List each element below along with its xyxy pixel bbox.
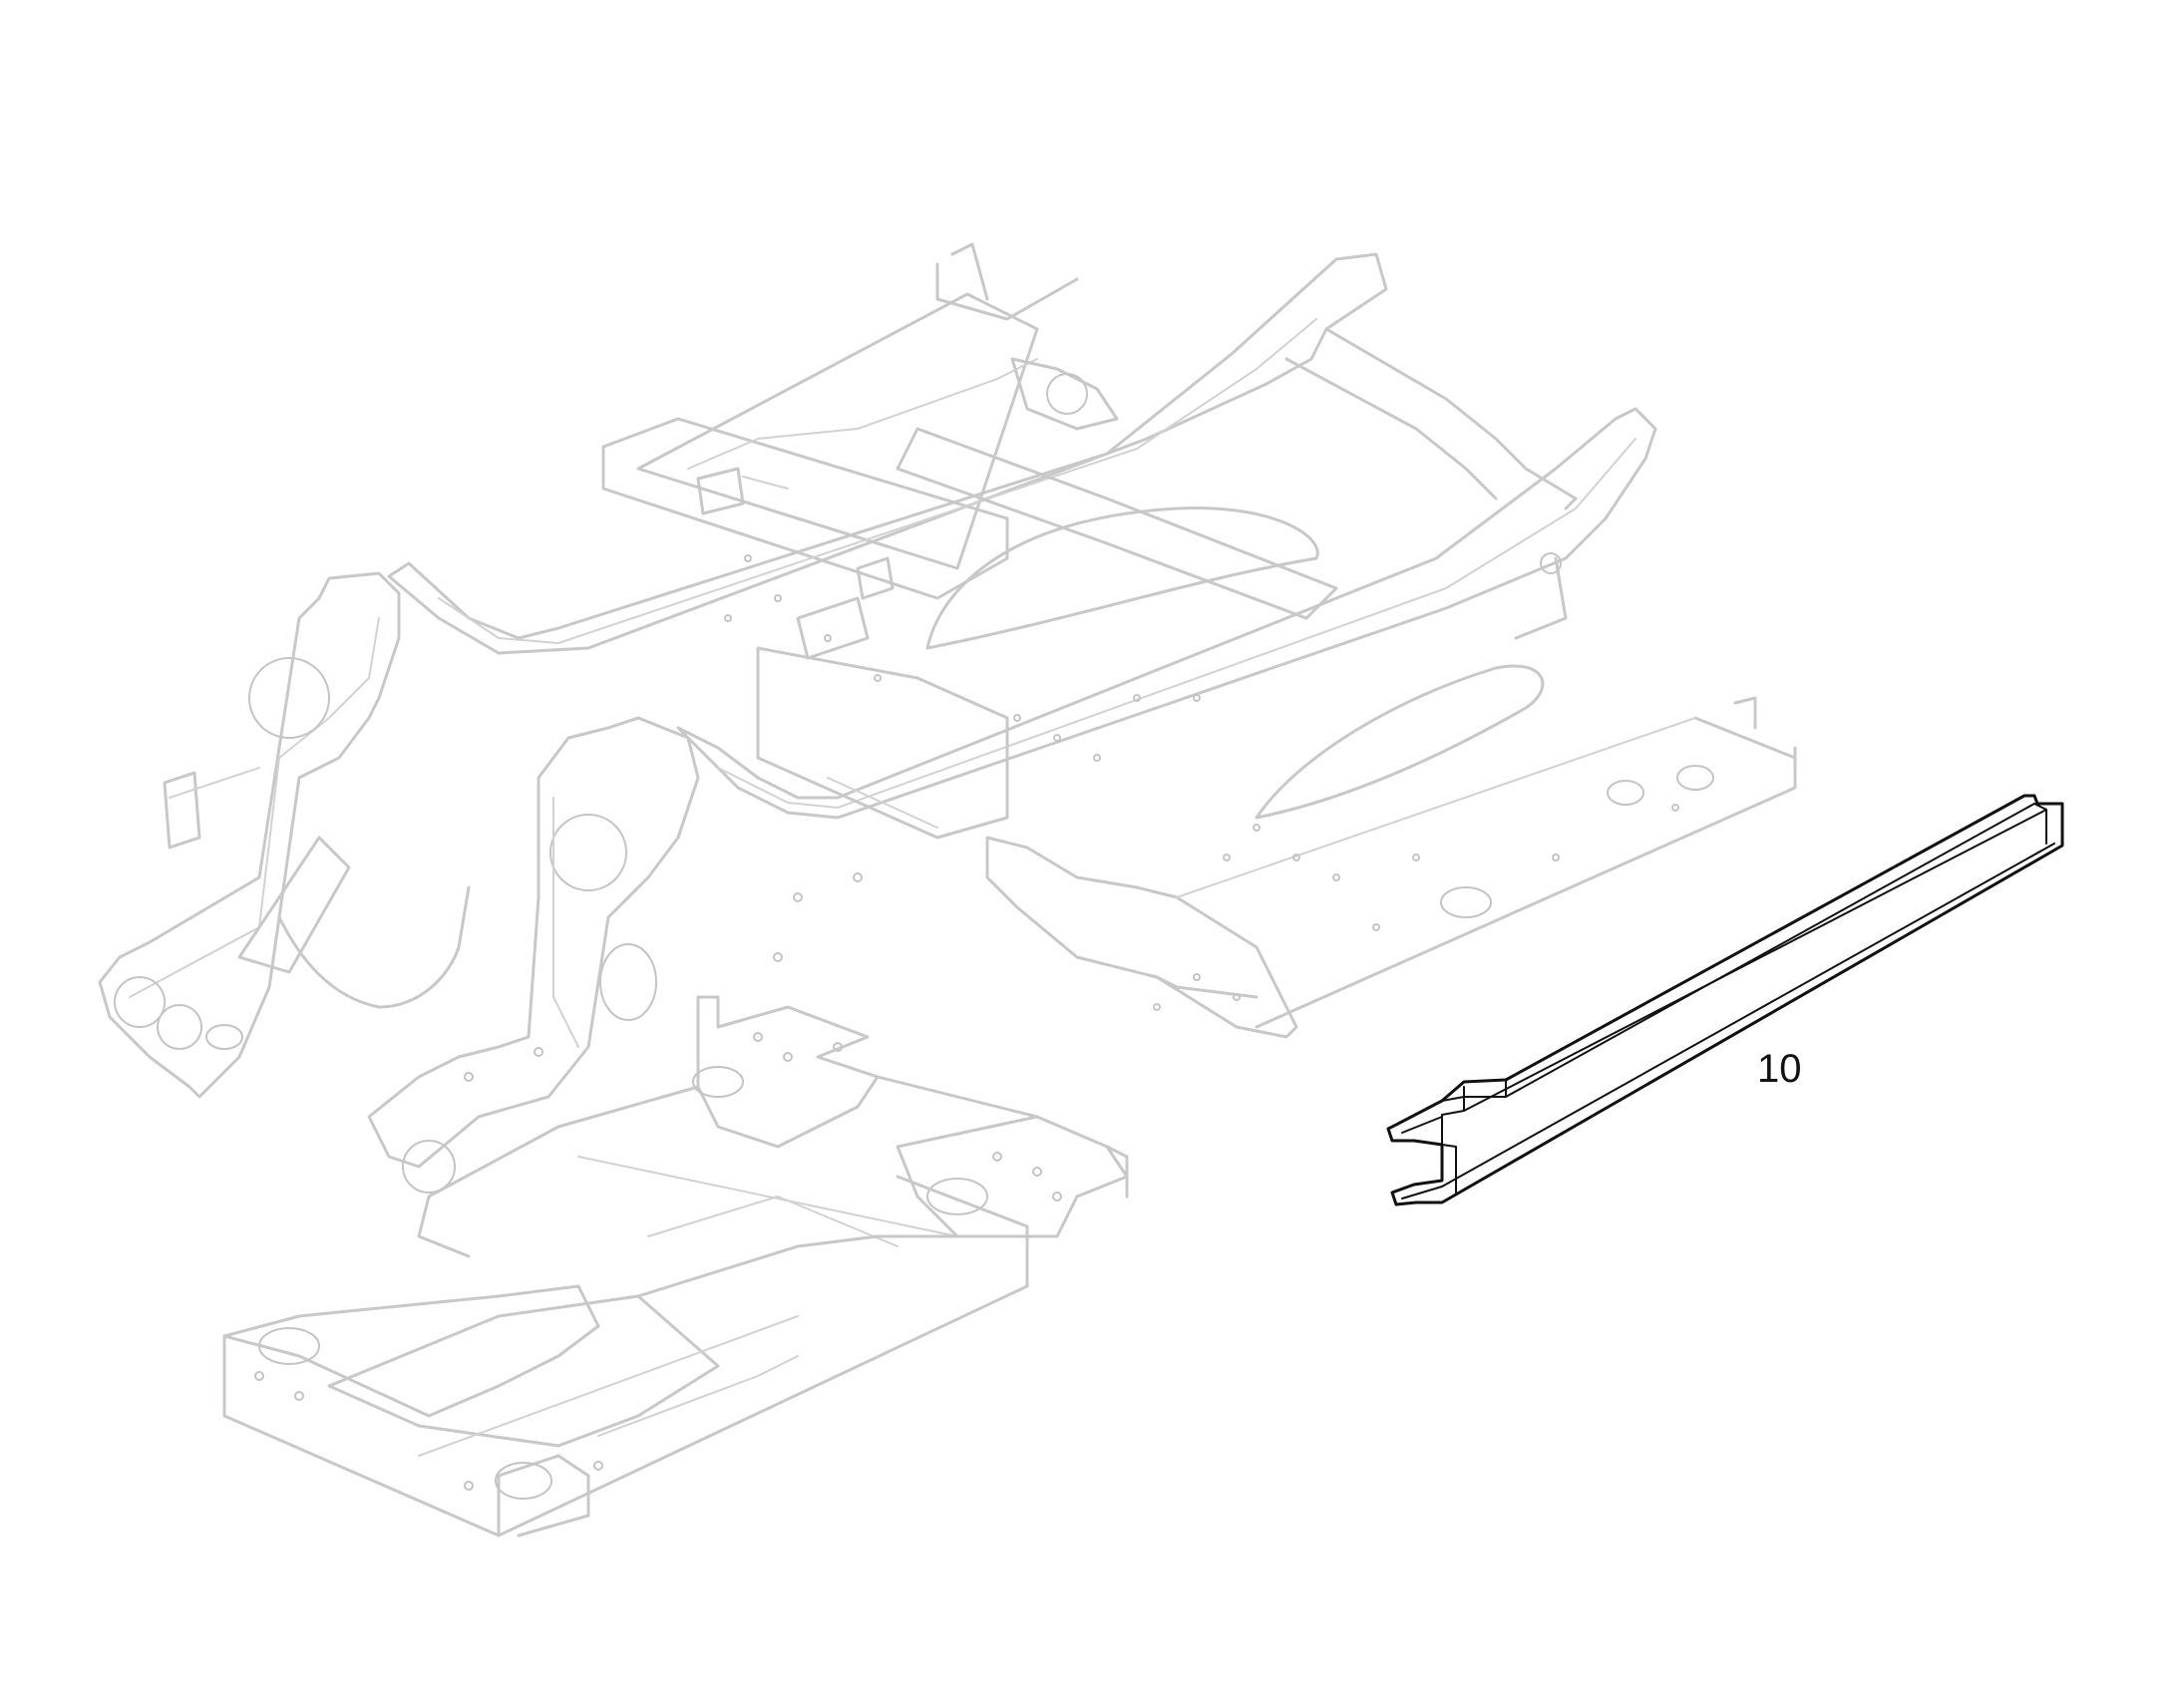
center-body bbox=[756, 427, 1338, 840]
main-lower-beam bbox=[676, 407, 1657, 820]
upper-oval-cutout bbox=[925, 507, 1319, 650]
left-stub-pin bbox=[157, 767, 260, 1050]
lower-front-frame bbox=[222, 1175, 1059, 1537]
front-pivot-tower-2 bbox=[367, 716, 700, 1194]
callout-10: 10 bbox=[1757, 1047, 1802, 1091]
bolt-holes bbox=[254, 554, 1679, 1491]
chassis-frame-assembly bbox=[98, 242, 1797, 1537]
main-upper-beam bbox=[387, 252, 1578, 655]
front-pivot-tower bbox=[98, 571, 471, 1099]
part-10-channel-rail bbox=[1386, 794, 2064, 1206]
middle-cross-frame bbox=[417, 995, 1129, 1258]
right-oval-cutout bbox=[1255, 664, 1545, 820]
right-extension-frame bbox=[985, 696, 1797, 1039]
